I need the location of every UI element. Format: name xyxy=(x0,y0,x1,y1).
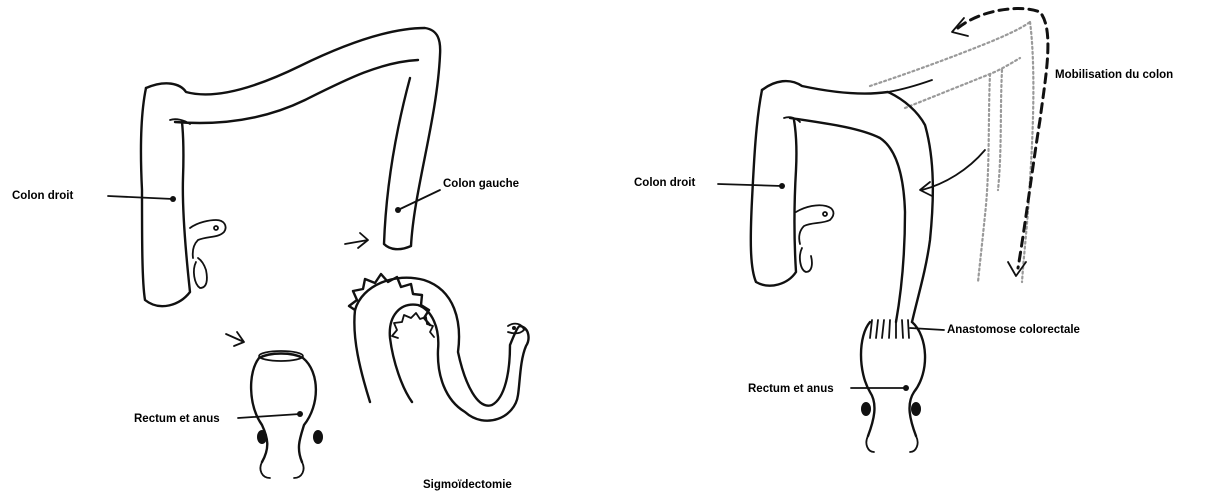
left-colon-inner-wall xyxy=(175,60,418,123)
leader-dot-rectum-right xyxy=(903,385,909,391)
ghost-left-colon-inner xyxy=(998,70,1002,190)
left-colon-outer-wall xyxy=(146,28,440,249)
caption-sigmoidectomie: Sigmoïdectomie xyxy=(423,479,512,491)
leader-colon-droit-left xyxy=(108,196,173,199)
leader-dot-colon-droit-right xyxy=(779,183,785,189)
leader-dot-colon-droit-left xyxy=(170,196,176,202)
leader-rectum-left xyxy=(238,414,300,418)
sigmoid-inner-folds xyxy=(392,313,434,338)
right-rectum-illustration xyxy=(861,322,925,452)
right-colon-inner-wall xyxy=(790,118,905,322)
right-appendix xyxy=(800,248,812,272)
anastomosis-staples xyxy=(870,320,909,338)
arrow-to-rectal-stump-icon xyxy=(226,332,244,346)
ghost-colon-illustration xyxy=(870,22,1033,282)
left-sphincter-left xyxy=(257,430,267,444)
label-mobilisation: Mobilisation du colon xyxy=(1055,69,1173,81)
label-colon-droit-right: Colon droit xyxy=(634,177,695,189)
sigmoid-segment-illustration xyxy=(349,274,528,421)
right-rectum-wall xyxy=(861,322,925,436)
label-rectum-anus-right: Rectum et anus xyxy=(748,383,834,395)
label-anastomose: Anastomose colorectale xyxy=(947,324,1080,336)
label-colon-droit-left: Colon droit xyxy=(12,190,73,202)
left-sphincter-right xyxy=(313,430,323,444)
mobilisation-path xyxy=(958,9,1048,268)
right-ascending-colon xyxy=(751,90,797,286)
left-colon-illustration xyxy=(141,28,440,306)
left-ileum-opening xyxy=(214,226,218,230)
ghost-left-colon xyxy=(978,22,1033,282)
sigmoid-outer-wall xyxy=(354,278,528,421)
left-appendix xyxy=(194,258,207,288)
curved-arrow-icon xyxy=(920,150,985,196)
arrow-to-colon-stump-icon xyxy=(345,233,368,248)
left-ileum xyxy=(190,220,226,258)
left-rectum-wall xyxy=(251,354,316,463)
left-panel: Colon droit Colon gauche Rectum et anus … xyxy=(12,28,528,491)
leader-colon-droit-right xyxy=(718,184,782,186)
leader-dot-colon-gauche xyxy=(395,207,401,213)
leader-anastomose xyxy=(910,328,944,330)
right-ileum xyxy=(796,205,833,244)
label-rectum-anus-left: Rectum et anus xyxy=(134,413,220,425)
sigmoid-stump-opening xyxy=(512,326,516,330)
left-anal-canal xyxy=(260,462,303,478)
right-sphincter-left xyxy=(861,402,871,416)
label-colon-gauche: Colon gauche xyxy=(443,178,519,190)
leader-dot-rectum-left xyxy=(297,411,303,417)
right-ileum-opening xyxy=(823,212,827,216)
right-colon-illustration xyxy=(751,80,985,322)
right-panel: Mobilisation du colon Colon droit Anasto… xyxy=(634,9,1173,452)
right-sphincter-right xyxy=(911,402,921,416)
ghost-connector xyxy=(888,80,932,92)
right-anal-canal xyxy=(866,436,917,452)
